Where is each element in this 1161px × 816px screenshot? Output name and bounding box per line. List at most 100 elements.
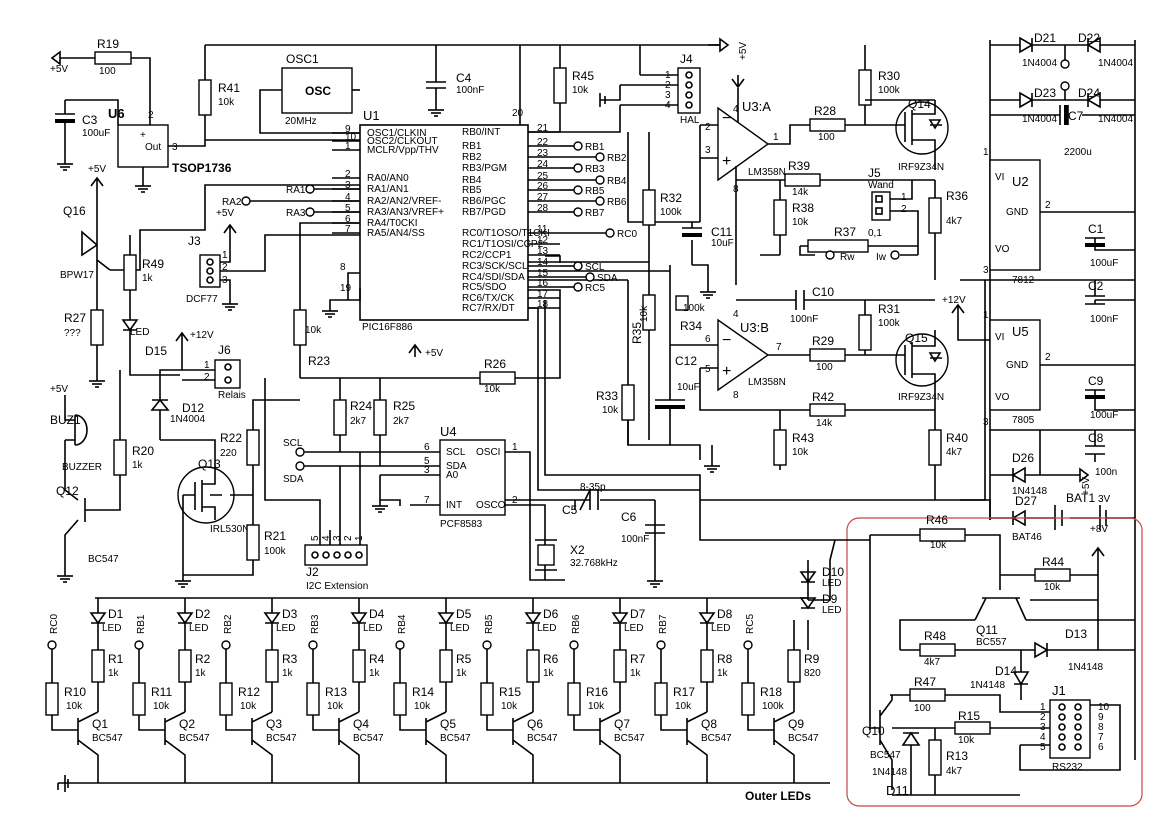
d22-part: 1N4004 [1098,58,1133,69]
led-resistor [439,649,453,683]
led-resistor-name: R1 [108,652,124,666]
ir-receiver-u6 [117,124,169,168]
connector-j4 [677,67,701,114]
x2-name: X2 [570,543,585,557]
buz1-name: BUZ1 [50,413,81,427]
u4-pin-label: A0 [446,470,459,481]
j2-pin: 2 [343,535,354,541]
r30-value: 100k [878,85,901,96]
resistor-r27 [90,309,104,346]
led-resistor-value: 1k [456,668,468,679]
r42-name: R42 [812,390,834,404]
resistor-r20 [113,439,127,476]
j2-pin: 5 [310,535,321,541]
transistor-name: Q5 [440,717,456,731]
q16-part: BPW17 [60,270,94,281]
resistor-r21 [246,524,260,561]
j1-pin: 9 [1098,712,1104,723]
r13-value: 4k7 [946,766,963,777]
transistor-name: Q2 [179,717,195,731]
svg-text:−: − [722,332,731,349]
u1-pin19: 19 [340,283,352,294]
stage-input: RC0 [49,614,60,634]
diode-d26 [1011,466,1026,484]
u4-pin-label: SCL [446,447,466,458]
base-resistor-name: R14 [412,685,434,699]
led-label-1: LED [130,327,149,338]
led-resistor-value: 1k [630,668,642,679]
j1-pin: 8 [1098,722,1104,733]
r32-name: R32 [660,191,682,205]
led-name: D7 [630,607,646,621]
r41-name: R41 [218,81,240,95]
transistor-name: Q8 [701,717,717,731]
r48-name: R48 [924,629,946,643]
buzzer-buz1 [74,414,88,446]
u5-name: U5 [1012,324,1029,339]
label-5v-j3: +5V [216,208,234,219]
label-5v-q16: +5V [88,164,106,175]
c1-value: 100uF [1090,258,1118,269]
c5-value: 8-35p [580,482,606,493]
u3a-name: U3:A [742,99,771,114]
base-resistor-name: R13 [325,685,347,699]
transistor-q12 [64,462,86,570]
u2-pin2: 2 [1045,200,1051,211]
r20-name: R20 [132,444,154,458]
led-name: D5 [456,607,472,621]
outer-leds-label: Outer LEDs [745,789,811,803]
r38-value: 10k [792,217,809,228]
base-resistor-name: R17 [673,685,695,699]
r45-name: R45 [572,69,594,83]
u1-pin-label: RC5/SDO [462,282,507,293]
j4-pin3: 3 [665,90,671,101]
resistor-r31 [858,314,872,351]
led-resistor [787,649,801,683]
u3b-pin4: 4 [733,309,739,320]
led-label: LED [276,623,295,634]
transistor-name: Q6 [527,717,543,731]
net-sda: SDA [597,273,618,284]
led-icon [524,598,542,650]
resistor-r44 [1034,568,1071,582]
d13-name: D13 [1065,627,1087,641]
transistor-part: BC547 [788,733,819,744]
u1-pin-num: 26 [537,181,549,192]
c2-value: 100nF [1090,314,1118,325]
r38-name: R38 [792,201,814,215]
led-resistor-name: R8 [717,652,733,666]
r29-name: R29 [812,334,834,348]
transistor-icon [225,711,273,783]
label-12v-mid: +12V [942,295,966,306]
q10-name: Q10 [862,724,885,738]
u1-pin-label: RC4/SDI/SDA [462,272,525,283]
base-resistor-value: 100k [762,701,785,712]
regulator-u2 [989,159,1041,271]
resistor-r48 [919,643,956,657]
osc1-body: OSC [305,84,331,98]
c10-value: 100nF [790,314,818,325]
j1-type: RS232 [1052,762,1083,773]
led-label: LED [450,623,469,634]
led-label: LED [102,623,121,634]
x2-value: 32.768kHz [570,558,618,569]
led-name: D3 [282,607,298,621]
base-resistor-value: 10k [240,701,257,712]
resistor-r23 [293,309,307,346]
led-name: D4 [369,607,385,621]
r28-name: R28 [814,104,836,118]
net-rb3: RB3 [585,164,605,175]
q12-part: BC547 [88,554,119,565]
r25-value: 2k7 [393,416,410,427]
d12-name: D12 [182,401,204,415]
base-resistor [219,682,233,716]
c11-value: 10uF [711,238,734,249]
led-icon [437,598,455,650]
base-resistor [393,682,407,716]
led-label: LED [537,623,556,634]
